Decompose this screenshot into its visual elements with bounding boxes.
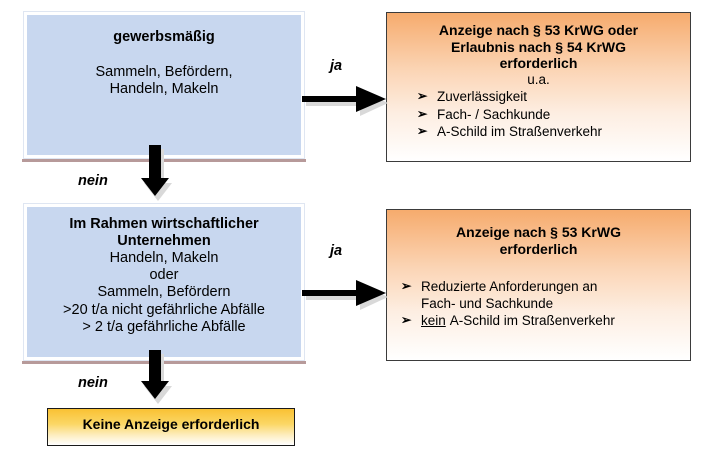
node-result-anzeige-53-oder-erlaubnis-54: Anzeige nach § 53 KrWG oder Erlaubnis na… bbox=[386, 12, 691, 162]
edge-label-ja-1: ja bbox=[330, 58, 343, 74]
list-item-emphasis: kein bbox=[421, 312, 446, 328]
result1-bullet-list: ➢ Zuverlässigkeit ➢ Fach- / Sachkunde ➢ … bbox=[415, 89, 690, 140]
condition2-line4: >20 t/a nicht gefährliche Abfälle bbox=[63, 301, 265, 318]
condition2-line1: Handeln, Makeln bbox=[109, 250, 219, 267]
node-terminal-keine-anzeige: Keine Anzeige erforderlich bbox=[47, 408, 295, 446]
list-item: ➢ Fach- / Sachkunde bbox=[415, 107, 690, 123]
condition1-line2: Handeln, Makeln bbox=[109, 81, 219, 98]
arrow-right-2 bbox=[302, 280, 388, 310]
condition2-heading-line2: Unternehmen bbox=[117, 233, 211, 250]
spacer bbox=[27, 46, 301, 64]
bullet-arrow-icon: ➢ bbox=[417, 89, 428, 104]
arrow-right-1 bbox=[302, 86, 388, 116]
bullet-arrow-icon: ➢ bbox=[417, 106, 428, 121]
result1-heading-line1: Anzeige nach § 53 KrWG oder bbox=[438, 22, 639, 38]
result2-bullet-list: ➢ Reduzierte Anforderungen an Fach- und … bbox=[399, 279, 690, 329]
edge-label-ja-2: ja bbox=[330, 243, 343, 259]
bullet-arrow-icon: ➢ bbox=[401, 279, 412, 294]
result1-heading-line2: Erlaubnis nach § 54 KrWG bbox=[450, 38, 627, 55]
list-item-label-line2: Fach- und Sachkunde bbox=[421, 295, 554, 311]
result2-heading-line1: Anzeige nach § 53 KrWG bbox=[456, 224, 621, 240]
edge-label-nein-2: nein bbox=[78, 375, 108, 391]
result1-heading-line3: erforderlich bbox=[499, 55, 578, 72]
list-item: ➢ Zuverlässigkeit bbox=[415, 89, 690, 105]
bullet-arrow-icon: ➢ bbox=[417, 124, 428, 139]
terminal-label: Keine Anzeige erforderlich bbox=[82, 416, 260, 432]
node-result-anzeige-53-reduziert: Anzeige nach § 53 KrWG erforderlich ➢ Re… bbox=[386, 209, 691, 361]
node-condition-wirtschaftliche-unternehmen: Im Rahmen wirtschaftlicher Unternehmen H… bbox=[24, 204, 304, 360]
list-item-label: Zuverlässigkeit bbox=[437, 89, 528, 105]
condition1-heading: gewerbsmäßig bbox=[113, 29, 215, 45]
list-item-label-line1: A-Schild im Straßenverkehr bbox=[449, 312, 615, 328]
arrow-down-2 bbox=[141, 350, 172, 404]
condition2-line5: > 2 t/a gefährliche Abfälle bbox=[82, 318, 246, 335]
list-item: ➢ A-Schild im Straßenverkehr bbox=[415, 124, 690, 140]
bullet-arrow-icon: ➢ bbox=[401, 312, 412, 327]
condition2-line2: oder bbox=[149, 267, 179, 284]
result1-note: u.a. bbox=[527, 71, 550, 87]
list-item-label-line1: Reduzierte Anforderungen an bbox=[421, 279, 598, 295]
edge-label-nein-1: nein bbox=[78, 173, 108, 189]
arrow-down-1 bbox=[141, 145, 172, 201]
list-item-label: A-Schild im Straßenverkehr bbox=[437, 124, 603, 140]
condition1-line1: Sammeln, Befördern, bbox=[95, 64, 233, 81]
list-item: ➢ Reduzierte Anforderungen an Fach- und … bbox=[399, 279, 690, 312]
condition2-line3: Sammeln, Befördern bbox=[97, 284, 231, 301]
result2-heading-line2: erforderlich bbox=[499, 240, 578, 257]
node-condition-gewerbsmaessig: gewerbsmäßig Sammeln, Befördern, Handeln… bbox=[24, 12, 304, 158]
condition2-heading-line1: Im Rahmen wirtschaftlicher bbox=[69, 216, 259, 232]
list-item-label: Fach- / Sachkunde bbox=[437, 106, 551, 122]
